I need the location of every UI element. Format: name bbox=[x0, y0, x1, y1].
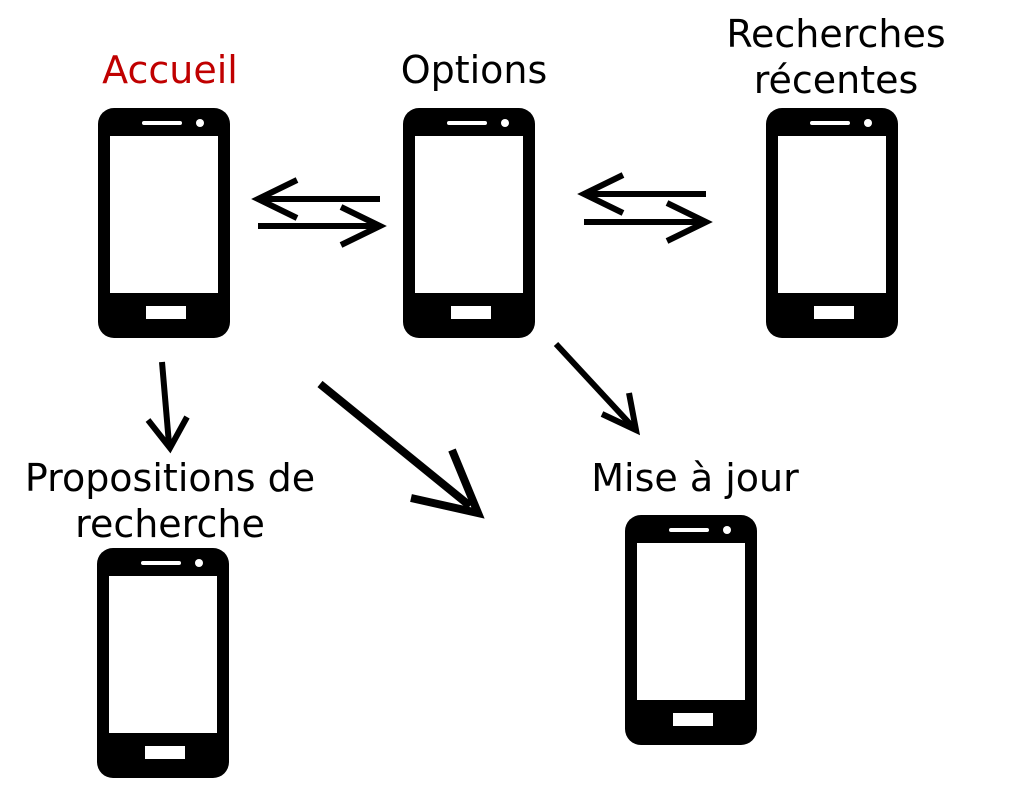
label-suggestions-line2: recherche bbox=[75, 502, 265, 546]
smartphone-icon bbox=[766, 108, 898, 338]
smartphone-icon bbox=[97, 548, 229, 778]
smartphone-icon bbox=[403, 108, 535, 338]
label-suggestions-line1: Propositions de bbox=[24, 456, 316, 500]
smartphone-icon bbox=[98, 108, 230, 338]
label-update: Mise à jour bbox=[591, 456, 799, 500]
arrow-icon bbox=[577, 172, 706, 216]
label-recent-line2: récentes bbox=[753, 58, 919, 102]
arrow-icon bbox=[317, 380, 485, 519]
arrow-icon bbox=[251, 177, 380, 221]
label-recent-line1: Recherches bbox=[726, 12, 946, 56]
arrow-icon bbox=[584, 200, 713, 244]
arrow-icon bbox=[145, 361, 190, 454]
smartphone-icon bbox=[625, 515, 757, 745]
label-options: Options bbox=[400, 48, 548, 92]
arrow-icon bbox=[258, 204, 387, 248]
label-home: Accueil bbox=[102, 48, 238, 92]
arrow-icon bbox=[553, 341, 641, 436]
